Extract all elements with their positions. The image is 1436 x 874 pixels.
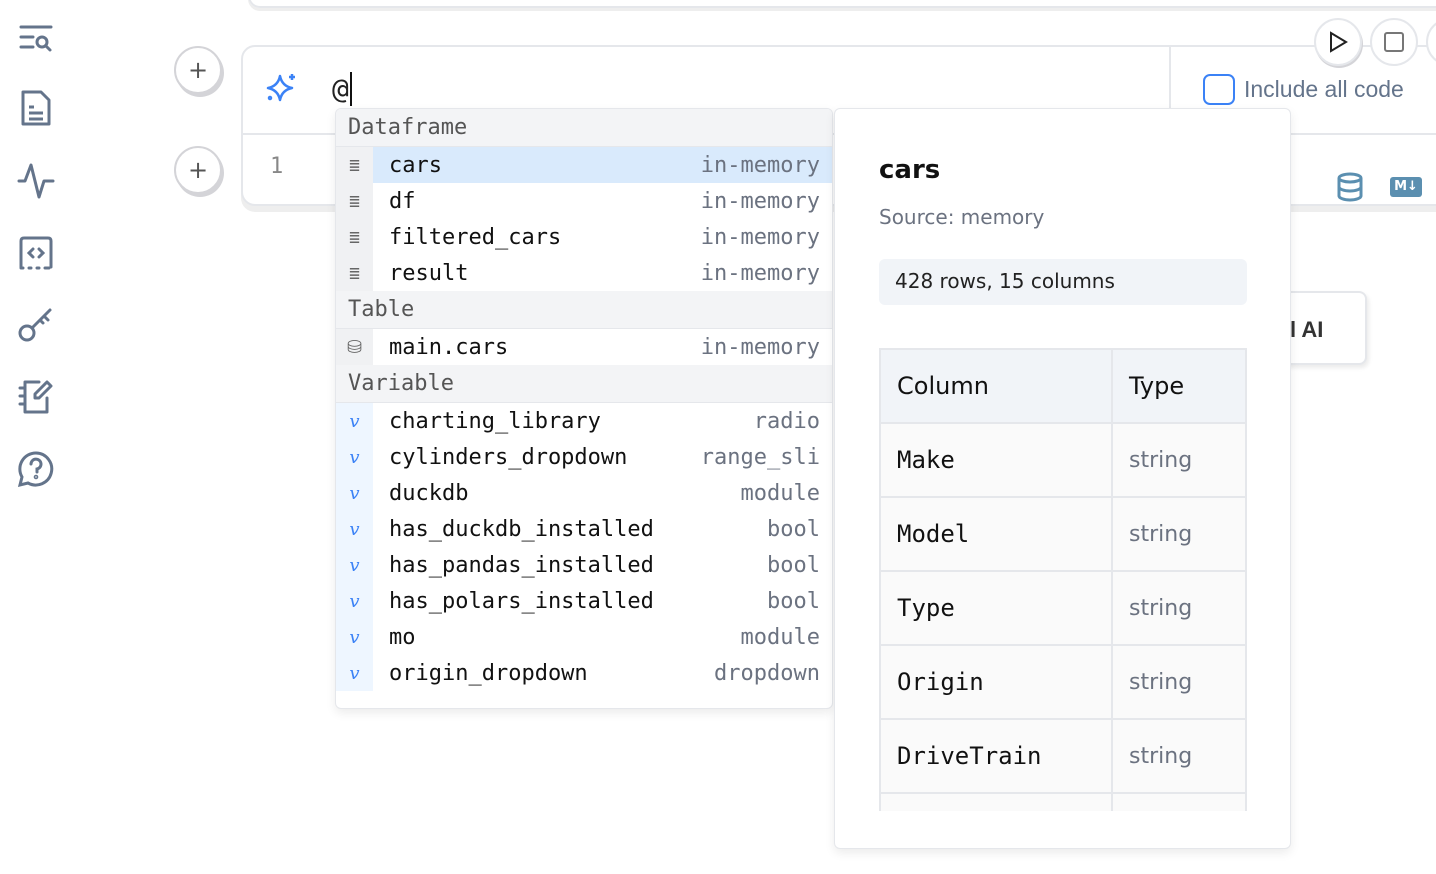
notebook-pen-icon[interactable] (16, 377, 56, 417)
type-header: Type (1111, 348, 1247, 424)
outline-icon[interactable] (16, 18, 56, 58)
run-button[interactable] (1314, 18, 1362, 66)
key-icon[interactable] (16, 305, 56, 345)
variable-icon: v (336, 511, 373, 547)
item-name: df (389, 188, 416, 214)
item-name: charting_library (389, 408, 601, 434)
section-header: Dataframe (336, 109, 832, 147)
variable-icon: v (336, 583, 373, 619)
item-name: has_pandas_installed (389, 552, 654, 578)
completion-item[interactable]: v has_polars_installed bool (336, 583, 832, 619)
completion-item[interactable]: v has_pandas_installed bool (336, 547, 832, 583)
completion-item[interactable]: ⛁ main.cars in-memory (336, 329, 832, 365)
item-type: in-memory (700, 188, 820, 214)
completion-item[interactable]: ≣ filtered_cars in-memory (336, 219, 832, 255)
column-name: DriveTrain (879, 718, 1113, 794)
item-type: bool (767, 516, 820, 542)
item-name: filtered_cars (389, 224, 562, 250)
item-type: in-memory (700, 334, 820, 360)
variable-icon: v (336, 547, 373, 583)
prompt-divider (1169, 47, 1171, 133)
item-type: range_sli (700, 444, 820, 470)
completion-item[interactable]: ≣ result in-memory (336, 255, 832, 291)
add-cell-above-button[interactable]: + (174, 46, 222, 94)
variable-icon: v (336, 619, 373, 655)
section-header: Table (336, 291, 832, 329)
item-type: in-memory (700, 224, 820, 250)
item-name: mo (389, 624, 416, 650)
table-icon: ≣ (336, 183, 373, 219)
item-name: origin_dropdown (389, 660, 588, 686)
item-name: cars (373, 152, 701, 178)
table-icon: ≣ (336, 147, 373, 183)
column-header: Column (879, 348, 1113, 424)
database-icon: ⛁ (336, 329, 373, 365)
code-icon[interactable] (16, 233, 56, 273)
item-name: result (389, 260, 469, 286)
info-stats: 428 rows, 15 columns (879, 259, 1247, 305)
item-name: cylinders_dropdown (389, 444, 628, 470)
completion-item[interactable]: ≣ df in-memory (336, 183, 832, 219)
variable-icon: v (336, 403, 373, 439)
variable-icon: v (336, 655, 373, 691)
item-name: main.cars (389, 334, 509, 360)
stop-button[interactable] (1370, 18, 1418, 66)
item-name: has_duckdb_installed (389, 516, 654, 542)
item-type: module (740, 480, 820, 506)
line-number: 1 (270, 154, 284, 179)
column-name: Origin (879, 644, 1113, 720)
column-type: string (1111, 422, 1247, 498)
item-type: module (740, 624, 820, 650)
previous-cell (248, 0, 1436, 8)
column-name: Type (879, 570, 1113, 646)
sparkles-icon (265, 72, 299, 110)
info-source: Source: memory (879, 205, 1045, 229)
item-name: has_polars_installed (389, 588, 654, 614)
markdown-icon[interactable]: M↓ (1390, 177, 1422, 197)
dataframe-info-panel: cars Source: memory 428 rows, 15 columns… (834, 108, 1291, 849)
column-type: string (1111, 644, 1247, 720)
column-type: string (1111, 718, 1247, 794)
item-type: radio (753, 408, 820, 434)
column-name: Model (879, 496, 1113, 572)
item-type: in-memory (700, 260, 820, 286)
section-header: Variable (336, 365, 832, 403)
include-all-code-label: Include all code (1244, 76, 1404, 102)
activity-icon[interactable] (16, 161, 56, 201)
completion-item[interactable]: v origin_dropdown dropdown (336, 655, 832, 691)
info-title: cars (879, 155, 941, 185)
item-type: bool (767, 588, 820, 614)
completion-item[interactable]: v cylinders_dropdown range_sli (336, 439, 832, 475)
add-cell-below-button[interactable]: + (174, 146, 222, 194)
completion-item[interactable]: v has_duckdb_installed bool (336, 511, 832, 547)
variable-icon: v (336, 439, 373, 475)
file-text-icon[interactable] (16, 88, 56, 128)
item-type: in-memory (700, 152, 832, 178)
ai-prompt-input[interactable]: @ (332, 72, 352, 106)
column-name: Make (879, 422, 1113, 498)
item-type: dropdown (714, 660, 820, 686)
help-icon[interactable] (16, 449, 56, 489)
table-icon: ≣ (336, 255, 373, 291)
column-type: string (1111, 570, 1247, 646)
include-all-code-checkbox[interactable] (1203, 74, 1235, 105)
table-icon: ≣ (336, 219, 373, 255)
item-type: bool (767, 552, 820, 578)
database-icon[interactable] (1336, 172, 1364, 206)
item-name: duckdb (389, 480, 469, 506)
completion-item[interactable]: v charting_library radio (336, 403, 832, 439)
variable-icon: v (336, 475, 373, 511)
column-type: string (1111, 496, 1247, 572)
